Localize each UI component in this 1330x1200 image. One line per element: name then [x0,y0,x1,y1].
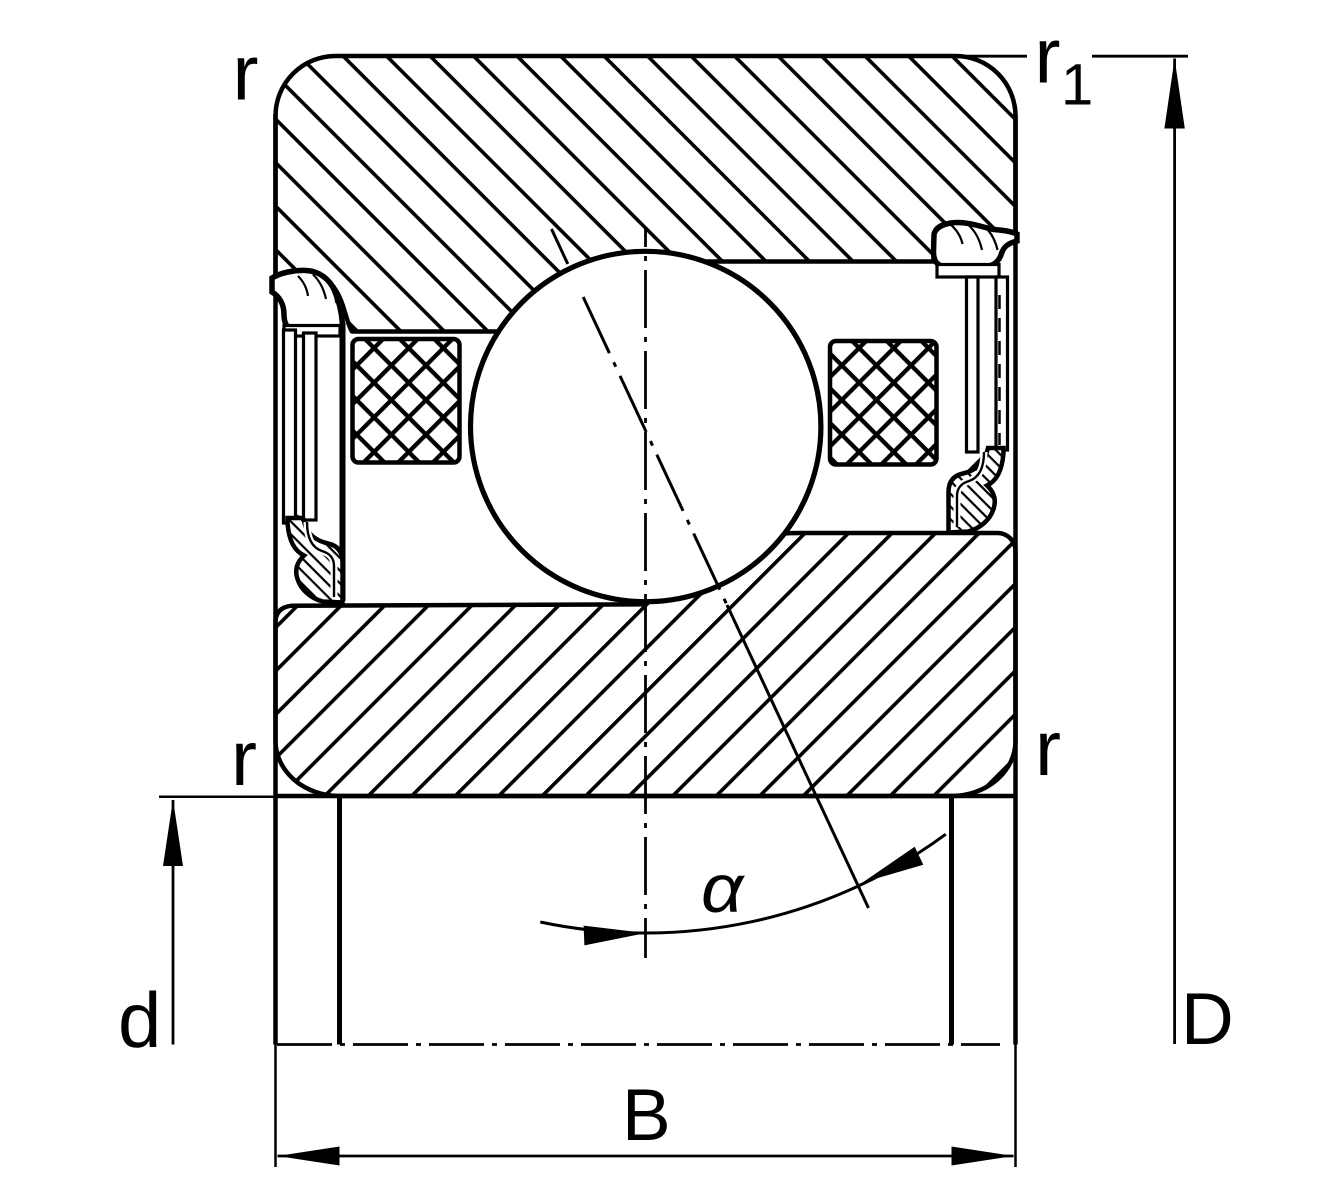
svg-text:d: d [118,976,161,1064]
svg-text:r: r [1035,12,1061,100]
svg-text:r: r [1035,704,1061,792]
svg-text:D: D [1181,979,1234,1060]
svg-text:α: α [701,852,746,928]
svg-text:r: r [231,714,257,802]
svg-text:r: r [233,29,259,117]
svg-text:B: B [622,1075,671,1156]
svg-text:1: 1 [1061,53,1093,118]
